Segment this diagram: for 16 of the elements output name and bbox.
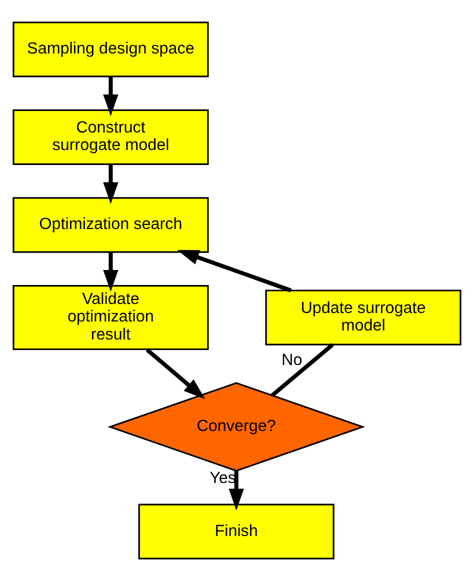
arrow [103, 76, 118, 116]
arrow [103, 252, 118, 292]
node-box: Construct surrogate model [12, 109, 209, 166]
arrow [177, 250, 292, 292]
node-diamond: Converge? [108, 382, 366, 472]
node-box: Finish [138, 504, 334, 560]
arrow [103, 164, 118, 204]
node-box: Validate optimization result [12, 284, 209, 350]
arrow [228, 470, 244, 510]
edge-label: No [282, 351, 302, 370]
node-box: Update surrogate model [265, 290, 462, 346]
connector [270, 343, 334, 397]
node-box: Sampling design space [12, 22, 209, 78]
edge-label: Yes [210, 469, 236, 488]
arrow [146, 348, 206, 400]
node-box: Optimization search [12, 197, 209, 253]
